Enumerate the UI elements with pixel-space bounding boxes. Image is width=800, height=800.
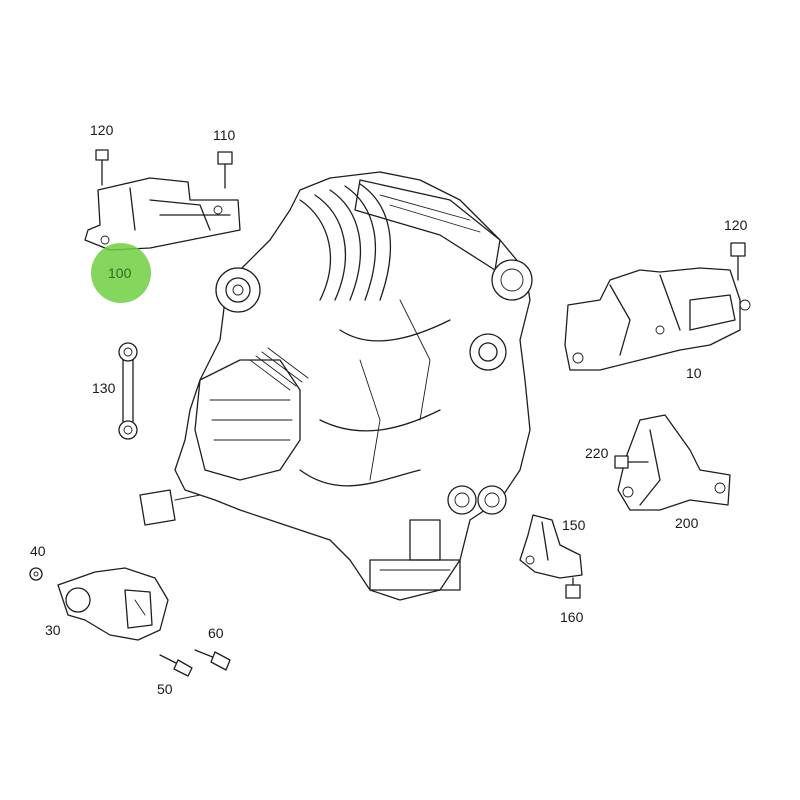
label-120-top: 120 [90,122,114,138]
bolt-50 [159,654,193,677]
label-160: 160 [560,609,584,625]
bolt-60 [194,649,231,671]
mount-30 [57,567,169,641]
torque-rod-130 [118,342,138,440]
bolt-120-right [730,242,746,281]
bolt-110 [217,151,233,189]
bracket-150 [519,514,583,579]
bolt-160 [565,577,581,599]
label-150: 150 [562,517,586,533]
label-220: 220 [585,445,609,461]
label-60: 60 [208,625,224,641]
bolt-120-top [95,149,109,186]
highlight-marker-100[interactable] [91,243,151,303]
label-40: 40 [30,543,46,559]
label-100: 100 [108,265,132,281]
mount-10 [564,267,751,371]
mount-100 [84,177,241,251]
label-10: 10 [686,365,702,381]
label-30: 30 [45,622,61,638]
bracket-200 [617,414,731,511]
label-120-right: 120 [724,217,748,233]
label-50: 50 [157,681,173,697]
washer-40 [29,567,43,581]
engine-assembly [139,171,533,601]
label-200: 200 [675,515,699,531]
label-110: 110 [213,127,236,143]
label-130: 130 [92,380,116,396]
bolt-220 [614,455,649,469]
